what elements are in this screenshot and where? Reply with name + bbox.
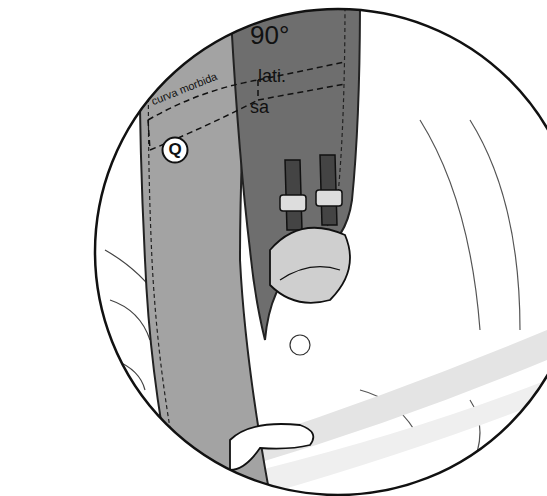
cut-off-text: sa	[250, 98, 269, 116]
part-letter: Q	[168, 140, 181, 160]
angle-dimension: 90°	[250, 22, 289, 48]
cut-off-text: lati.	[258, 67, 286, 85]
part-letter-circle: Q	[161, 136, 189, 164]
